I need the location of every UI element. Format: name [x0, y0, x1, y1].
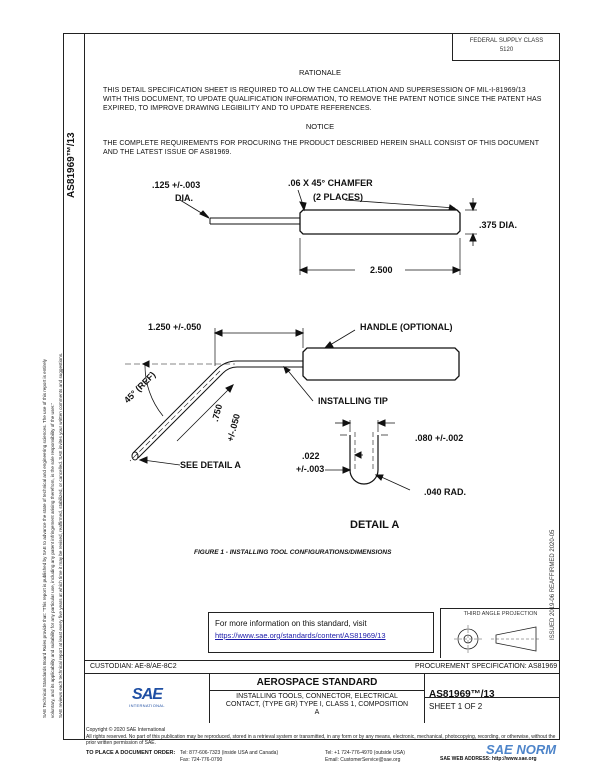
standard-url-link[interactable]: https://www.sae.org/standards/content/AS… — [215, 631, 386, 640]
detail-rad-label: .040 RAD. — [424, 487, 467, 497]
standard-title: AEROSPACE STANDARD — [210, 673, 424, 691]
copyright-text: Copyright © 2020 SAE International — [86, 727, 166, 733]
footer: Copyright © 2020 SAE International All r… — [86, 727, 556, 747]
notice-text: THE COMPLETE REQUIREMENTS FOR PROCURING … — [103, 140, 540, 156]
fax-text: Fax: 724-776-0790 — [180, 756, 223, 763]
rationale-text: THIS DETAIL SPECIFICATION SHEET IS REQUI… — [103, 87, 542, 112]
tel-inside: Tel: 877-606-7323 (inside USA and Canada… — [180, 750, 279, 756]
detail-width-label: .080 +/-.002 — [415, 433, 464, 443]
handle-label: HANDLE (OPTIONAL) — [360, 322, 453, 332]
projection-box: THIRD ANGLE PROJECTION — [440, 608, 560, 658]
doc-id-vertical: AS81969™/13 — [66, 132, 77, 198]
notice-heading: NOTICE — [305, 122, 335, 131]
length-label: 2.500 — [370, 265, 393, 275]
tel-outside: Tel: +1 724-776-4970 (outside USA) — [325, 750, 405, 756]
see-detail-label: SEE DETAIL A — [180, 460, 241, 470]
rationale-heading: RATIONALE — [299, 68, 341, 77]
installing-tip-label: INSTALLING TIP — [318, 396, 388, 406]
detail-thick-tol-label: +/-.003 — [296, 464, 325, 474]
left-margin-column — [63, 33, 85, 740]
federal-class-value: 5120 — [499, 47, 514, 53]
document-description: INSTALLING TOOLS, CONNECTOR, ELECTRICAL … — [225, 693, 409, 716]
legal-text-line-2: voluntary, and its applicability and sui… — [50, 402, 55, 718]
sae-logo-sub: INTERNATIONAL — [129, 703, 165, 708]
sae-logo-text: SAE — [132, 686, 163, 703]
dia-large-label: .375 DIA. — [479, 220, 518, 230]
detail-title: DETAIL A — [350, 519, 400, 531]
sheet-number: SHEET 1 OF 2 — [429, 702, 483, 711]
third-angle-projection-icon — [454, 625, 541, 653]
dia-small-label: .125 +/-.003 — [152, 180, 201, 190]
sae-norm-watermark: SAE NORM — [486, 742, 557, 757]
projection-label: THIRD ANGLE PROJECTION — [463, 611, 538, 617]
title-cell: AEROSPACE STANDARD INSTALLING TOOLS, CON… — [210, 673, 425, 723]
web-address[interactable]: SAE WEB ADDRESS: http://www.sae.org — [440, 756, 537, 762]
handle-body — [299, 209, 461, 235]
dia-small-suffix: DIA. — [175, 193, 193, 203]
federal-class-label: FEDERAL SUPPLY CLASS — [469, 38, 544, 44]
doc-number-cell: AS81969™/13 SHEET 1 OF 2 — [425, 673, 560, 723]
custodian-text: CUSTODIAN: AE-8/AE-8C2 — [90, 663, 177, 670]
sae-logo: SAE INTERNATIONAL — [125, 687, 169, 709]
procurement-text: PROCUREMENT SPECIFICATION: AS81969 — [415, 663, 558, 670]
federal-supply-class-box: FEDERAL SUPPLY CLASS 5120 — [452, 33, 560, 61]
page-border — [63, 33, 560, 740]
figure-caption: FIGURE 1 - INSTALLING TOOL CONFIGURATION… — [194, 549, 392, 556]
chamfer-label: .06 X 45° CHAMFER — [288, 178, 373, 188]
detail-thick-label: .022 — [302, 451, 320, 461]
installing-tool-drawing — [125, 189, 477, 491]
tip-length-label: 1.250 +/-.050 — [148, 322, 202, 332]
legal-text-line-3: SAE reviews each technical report at lea… — [58, 352, 63, 718]
logo-cell: SAE INTERNATIONAL — [85, 673, 210, 723]
info-text: For more information on this standard, v… — [215, 619, 367, 628]
email-text: Email: CustomerService@sae.org — [325, 756, 401, 763]
bent-handle — [302, 347, 460, 381]
rights-text: All rights reserved. No part of this pub… — [86, 733, 556, 747]
order-label: TO PLACE A DOCUMENT ORDER: — [86, 750, 176, 756]
doc-number: AS81969™/13 — [429, 689, 495, 700]
info-box: For more information on this standard, v… — [208, 612, 434, 653]
chamfer-places-label: (2 PLACES) — [313, 192, 364, 202]
legal-text-line-1: SAE Technical Standards Board Rules prov… — [42, 359, 47, 718]
